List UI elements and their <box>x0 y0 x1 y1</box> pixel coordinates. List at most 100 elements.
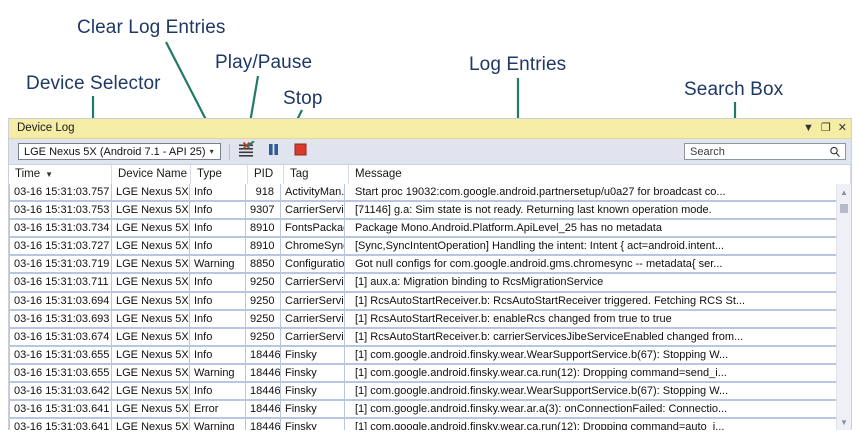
log-cell-pid-value: 9250 <box>250 312 275 325</box>
log-cell-type: Warning <box>189 363 246 383</box>
log-cell-device-name: LGE Nexus 5X <box>111 363 190 383</box>
play-pause-button[interactable] <box>264 142 283 161</box>
log-cell-pid: 9250 <box>245 291 281 310</box>
log-cell-type: Info <box>189 382 246 401</box>
log-cell-time: 03-16 15:31:03.693 <box>9 309 112 328</box>
log-cell-pid-value: 18446 <box>250 348 281 361</box>
log-cell-tag: Configuratio... <box>280 255 345 274</box>
scroll-up-arrow-icon[interactable]: ▲ <box>840 187 848 197</box>
annotation-clear-log-entries: Clear Log Entries <box>77 17 226 38</box>
scroll-down-arrow-icon[interactable]: ▼ <box>840 417 848 427</box>
log-cell-time: 03-16 15:31:03.674 <box>9 327 112 346</box>
window-titlebar: Device Log ▼ ❐ ✕ <box>9 119 851 139</box>
log-cell-tag: CarrierServices <box>280 291 345 310</box>
log-cell-pid-value: 9250 <box>250 330 275 343</box>
log-cell-tag: CarrierServices <box>280 327 345 346</box>
maximize-icon[interactable]: ❐ <box>820 122 831 134</box>
log-cell-type: Error <box>189 400 246 419</box>
search-input[interactable]: Search <box>690 145 725 158</box>
log-cell-pid-value: 18446 <box>250 366 281 379</box>
column-header-tag[interactable]: Tag <box>284 165 349 184</box>
log-cell-time: 03-16 15:31:03.641 <box>9 418 112 430</box>
column-header-device-name[interactable]: Device Name <box>112 165 191 184</box>
log-cell-message-value: [1] RcsAutoStartReceiver.b: RcsAutoStart… <box>355 294 746 307</box>
log-cell-type: Warning <box>189 418 246 430</box>
log-cell-message-value: Package Mono.Android.Platform.ApiLevel_2… <box>355 222 662 235</box>
log-cell-pid-value: 8910 <box>250 222 275 235</box>
clear-log-button[interactable] <box>237 139 256 161</box>
stop-icon <box>293 142 308 162</box>
log-cell-type: Info <box>189 237 246 256</box>
log-cell-device-name: LGE Nexus 5X <box>111 237 190 256</box>
chevron-down-icon: ▾ <box>209 147 214 156</box>
log-cell-time: 03-16 15:31:03.694 <box>9 291 112 310</box>
sort-descending-icon: ▼ <box>45 170 54 179</box>
log-cell-message: [1] RcsAutoStartReceiver.b: carrierServi… <box>344 327 837 346</box>
log-cell-type: Info <box>189 273 246 292</box>
log-cell-time: 03-16 15:31:03.719 <box>9 255 112 274</box>
log-cell-device-name: LGE Nexus 5X <box>111 273 190 292</box>
log-cell-device-name: LGE Nexus 5X <box>111 327 190 346</box>
column-header-pid[interactable]: PID <box>248 165 284 184</box>
log-cell-device-name: LGE Nexus 5X <box>111 201 190 220</box>
column-header-type[interactable]: Type <box>191 165 248 184</box>
log-cell-pid: 18446 <box>245 418 281 430</box>
vertical-scrollbar[interactable]: ▲ ▼ <box>836 184 851 430</box>
close-icon[interactable]: ✕ <box>837 122 847 134</box>
log-cell-message-value: Got null configs for com.google.android.… <box>355 258 723 271</box>
log-cell-time: 03-16 15:31:03.727 <box>9 237 112 256</box>
chevron-down-icon[interactable]: ▼ <box>803 122 814 134</box>
log-cell-message-value: [Sync,SyncIntentOperation] Handling the … <box>355 240 725 253</box>
log-cell-message: [71146] g.a: Sim state is not ready. Ret… <box>344 201 837 220</box>
column-header-message[interactable]: Message <box>349 165 851 184</box>
log-cell-message: [1] com.google.android.finsky.wear.WearS… <box>344 382 837 401</box>
log-cell-message: Start proc 19032:com.google.android.part… <box>344 184 837 202</box>
log-cell-message-value: [1] com.google.android.finsky.wear.ca.ru… <box>355 421 725 430</box>
log-cell-type: Info <box>189 345 246 364</box>
log-cell-pid-value: 18446 <box>250 403 281 416</box>
search-box[interactable]: Search <box>684 143 846 160</box>
log-cell-tag: CarrierServices <box>280 273 345 292</box>
log-cell-pid: 8910 <box>245 237 281 256</box>
log-cell-type: Info <box>189 327 246 346</box>
annotation-device-selector: Device Selector <box>26 73 161 94</box>
log-cell-device-name: LGE Nexus 5X <box>111 382 190 401</box>
column-header-time[interactable]: Time▼ <box>9 165 112 184</box>
device-selector-value: LGE Nexus 5X (Android 7.1 - API 25) <box>24 145 206 158</box>
log-cell-message: [1] com.google.android.finsky.wear.ar.a(… <box>344 400 837 419</box>
log-cell-type: Info <box>189 219 246 238</box>
stop-button[interactable] <box>291 142 310 161</box>
device-selector-dropdown[interactable]: LGE Nexus 5X (Android 7.1 - API 25) ▾ <box>18 143 221 160</box>
device-log-window: Device Log ▼ ❐ ✕ LGE Nexus 5X (Android 7… <box>8 118 852 430</box>
log-cell-message-value: [71146] g.a: Sim state is not ready. Ret… <box>355 204 712 217</box>
log-cell-pid: 18446 <box>245 400 281 419</box>
log-cell-pid: 9250 <box>245 309 281 328</box>
annotation-search-box: Search Box <box>684 79 784 100</box>
log-cell-time: 03-16 15:31:03.711 <box>9 273 112 292</box>
log-cell-pid-value: 9250 <box>250 276 275 289</box>
log-cell-type: Info <box>189 184 246 202</box>
log-cell-pid-value: 9250 <box>250 294 275 307</box>
scrollbar-thumb[interactable] <box>840 204 848 213</box>
log-cell-type: Info <box>189 309 246 328</box>
window-controls: ▼ ❐ ✕ <box>803 119 847 138</box>
log-cell-pid-value: 9307 <box>250 204 275 217</box>
log-cell-tag: FontsPackag... <box>280 219 345 238</box>
pause-icon <box>266 142 281 162</box>
